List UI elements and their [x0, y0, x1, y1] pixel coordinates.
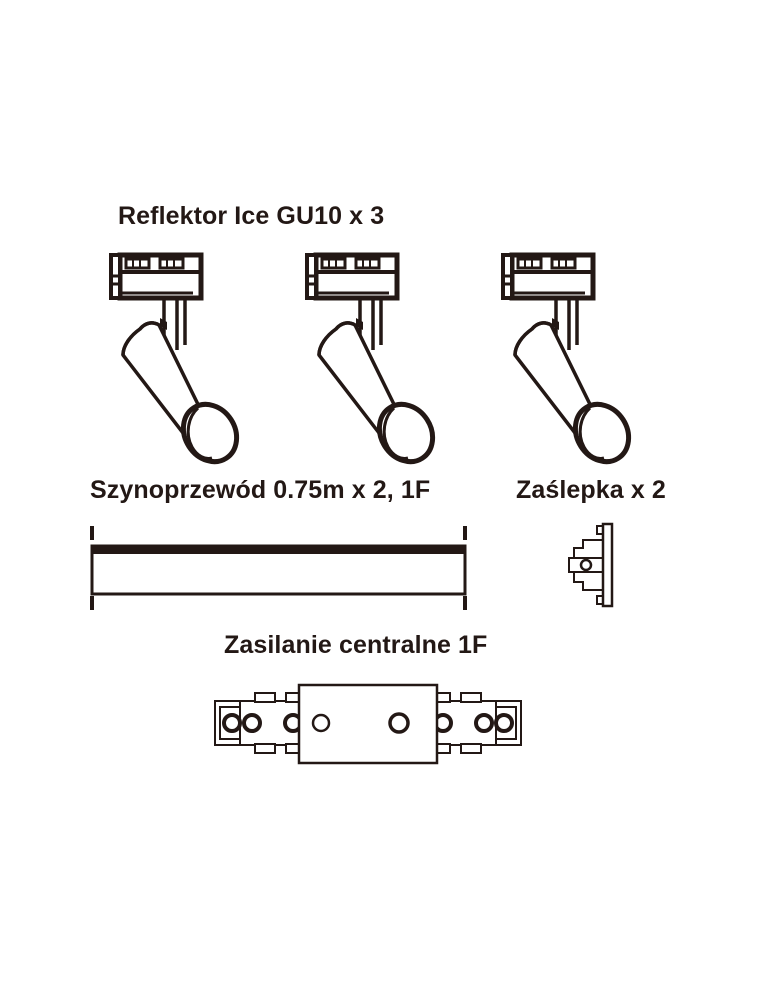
contact-hole-left [311, 713, 331, 733]
contact-hole-right [388, 712, 410, 734]
track-adapter-icon [501, 252, 596, 301]
cover-plate [601, 522, 614, 608]
spotlight-figure-3 [489, 250, 669, 465]
track-adapter-icon [109, 252, 204, 301]
rail-top-band [93, 546, 464, 554]
section-heading-spotlights: Reflektor Ice GU10 x 3 [118, 202, 385, 230]
lens-aperture-icon [180, 401, 240, 465]
track-rail-figure [88, 524, 478, 610]
lens-aperture-icon [572, 401, 632, 465]
central-power-feed-figure [203, 676, 533, 770]
track-adapter-icon [305, 252, 400, 301]
section-heading-endcap: Zaślepka x 2 [516, 476, 666, 504]
spotlight-figure-2 [293, 250, 473, 465]
end-cap-figure [561, 522, 621, 608]
section-heading-rail: Szynoprzewód 0.75m x 2, 1F [90, 476, 431, 504]
spotlight-figure-1 [97, 250, 277, 465]
lens-aperture-icon [376, 401, 436, 465]
section-heading-feed: Zasilanie centralne 1F [224, 631, 488, 659]
screw-hole [579, 558, 593, 572]
center-housing [297, 683, 439, 765]
